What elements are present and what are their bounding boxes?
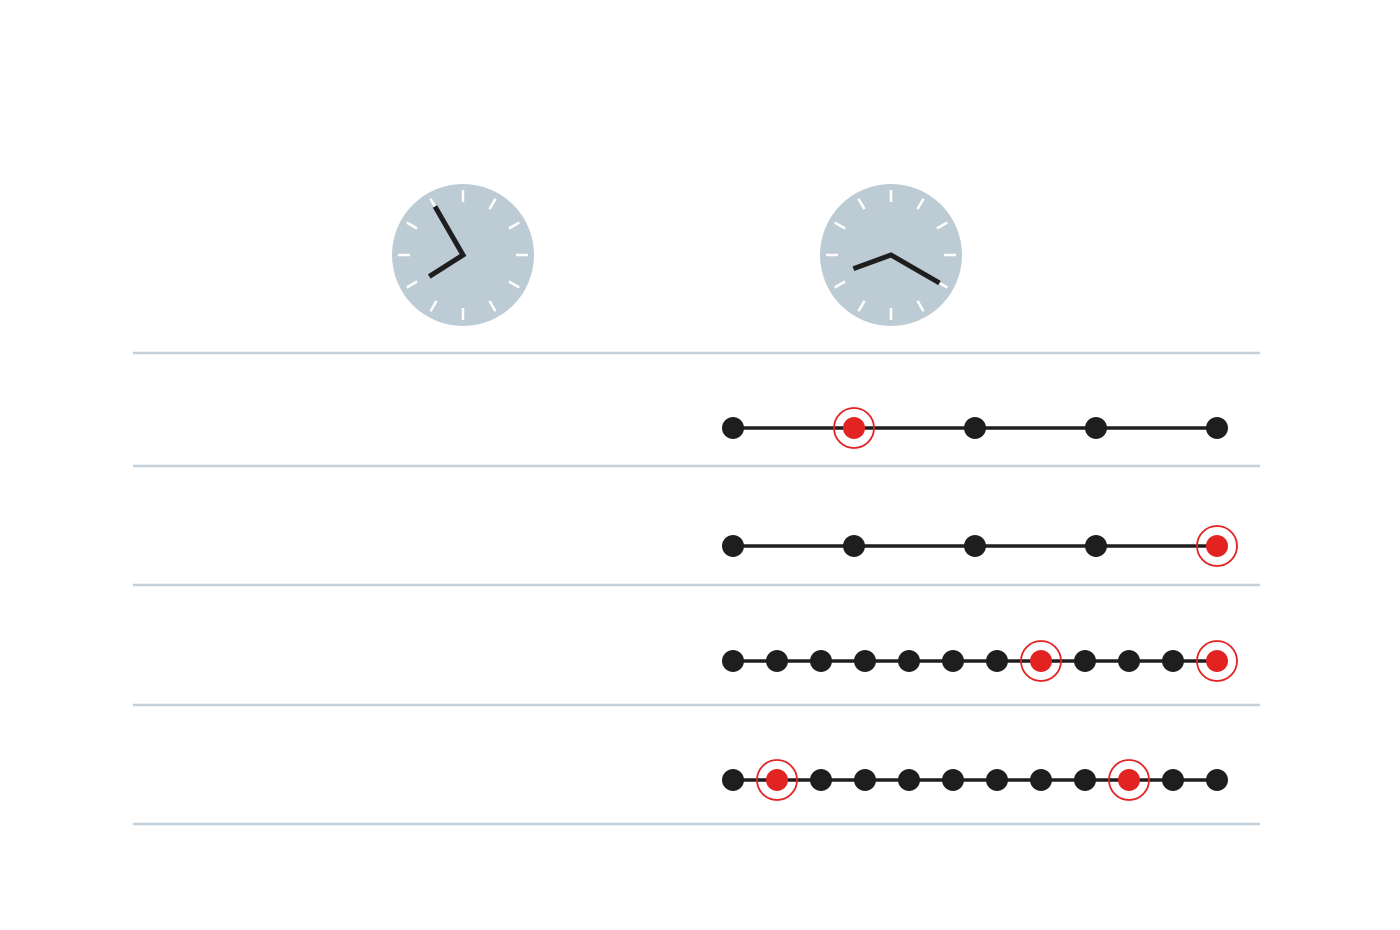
dot <box>898 769 920 791</box>
clock-tick <box>406 280 418 289</box>
clock-tick <box>936 221 948 230</box>
dot <box>1030 769 1052 791</box>
dot <box>722 650 744 672</box>
clock-tick <box>488 300 497 312</box>
dot <box>942 769 964 791</box>
clock-tick <box>857 198 866 210</box>
dot <box>854 650 876 672</box>
dot <box>766 650 788 672</box>
dot <box>843 535 865 557</box>
clock <box>820 184 962 326</box>
clock <box>392 184 534 326</box>
dot <box>854 769 876 791</box>
dot <box>1162 769 1184 791</box>
clock-tick <box>406 221 418 230</box>
dot <box>810 650 832 672</box>
clock-tick <box>834 280 846 289</box>
highlighted-dot <box>1206 535 1228 557</box>
highlighted-dot <box>1206 650 1228 672</box>
clock-tick <box>834 221 846 230</box>
clock-tick <box>916 300 925 312</box>
highlight-ring <box>1196 640 1238 682</box>
dot <box>964 535 986 557</box>
clock-hands <box>852 252 941 286</box>
row-dividers <box>133 351 1260 826</box>
dot <box>1118 650 1140 672</box>
dot-row <box>722 525 1238 567</box>
highlight-ring <box>756 759 798 801</box>
highlight-ring <box>833 407 875 449</box>
dot <box>1162 650 1184 672</box>
dot <box>1085 535 1107 557</box>
dot <box>1085 417 1107 439</box>
highlighted-dot <box>843 417 865 439</box>
highlight-ring <box>1020 640 1062 682</box>
dot <box>1206 417 1228 439</box>
dot-row <box>722 640 1238 682</box>
highlighted-dot <box>766 769 788 791</box>
clocks <box>392 184 962 326</box>
dot <box>964 417 986 439</box>
clock-tick <box>508 280 520 289</box>
highlight-ring <box>1108 759 1150 801</box>
clock-tick <box>857 300 866 312</box>
clock-hands <box>427 205 467 279</box>
highlight-ring <box>1196 525 1238 567</box>
dot-rows <box>722 407 1238 801</box>
dot <box>722 769 744 791</box>
dot <box>1206 769 1228 791</box>
clock-tick <box>508 221 520 230</box>
dot <box>810 769 832 791</box>
dot-row <box>722 407 1228 449</box>
highlighted-dot <box>1118 769 1140 791</box>
clock-tick <box>488 198 497 210</box>
clock-tick <box>916 198 925 210</box>
dot <box>1074 650 1096 672</box>
dot <box>722 535 744 557</box>
dot <box>722 417 744 439</box>
dot <box>986 650 1008 672</box>
dot-row <box>722 759 1228 801</box>
dot <box>986 769 1008 791</box>
dot <box>1074 769 1096 791</box>
dot <box>898 650 920 672</box>
highlighted-dot <box>1030 650 1052 672</box>
clock-tick <box>429 300 438 312</box>
dot <box>942 650 964 672</box>
